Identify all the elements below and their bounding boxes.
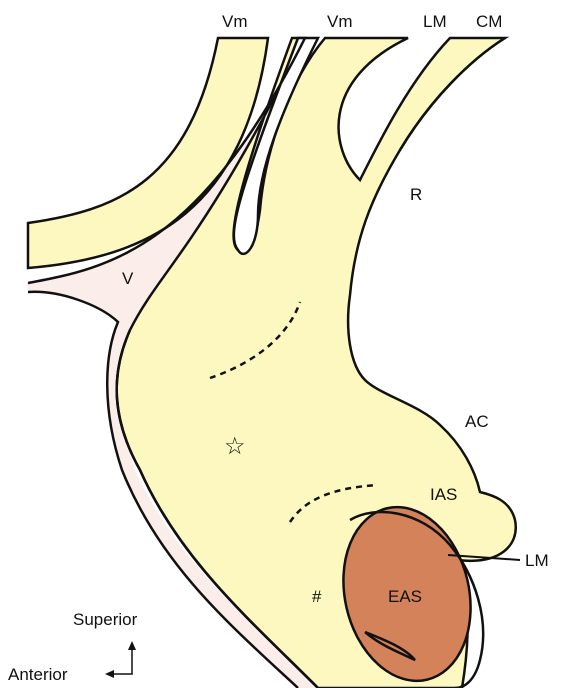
label-vm-right: Vm — [327, 12, 353, 31]
label-lm-top: LM — [423, 12, 447, 31]
label-superior: Superior — [73, 610, 138, 629]
label-ias: IAS — [430, 485, 457, 504]
superior-arrowhead — [128, 641, 136, 650]
star-icon: ☆ — [224, 433, 246, 460]
label-hash: # — [312, 587, 322, 606]
label-vm-left: Vm — [222, 12, 248, 31]
orientation-arrows — [112, 648, 132, 674]
label-anterior: Anterior — [8, 665, 68, 684]
label-lm-right: LM — [525, 551, 549, 570]
anterior-arrowhead — [105, 670, 114, 678]
label-eas: EAS — [388, 587, 422, 606]
label-cm-top: CM — [476, 12, 502, 31]
label-v: V — [122, 269, 134, 288]
label-ac: AC — [465, 412, 489, 431]
label-r: R — [410, 185, 422, 204]
